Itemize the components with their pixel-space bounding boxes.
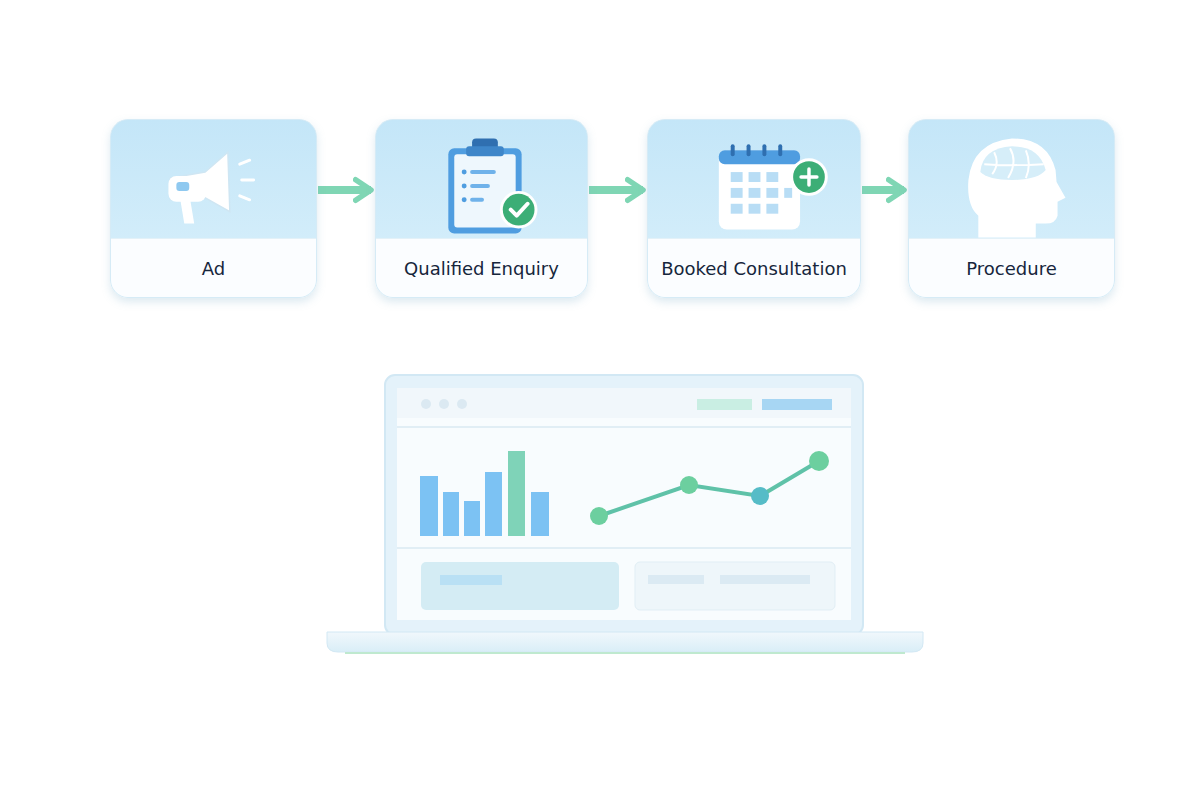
megaphone-icon — [111, 120, 316, 241]
stage-box: Booked Consultation — [647, 119, 861, 298]
clipboard-icon — [376, 120, 587, 241]
stage-label: Ad — [111, 239, 316, 297]
calendar-icon — [648, 120, 860, 241]
flow-arrow — [862, 186, 904, 194]
flow-arrow — [589, 186, 643, 194]
stage-box: Procedure — [908, 119, 1115, 298]
flow-arrow — [318, 186, 371, 194]
stage-label: Procedure — [909, 239, 1114, 297]
stage-box: Qualified Enquiry — [375, 119, 588, 298]
stage-box: Ad — [110, 119, 317, 298]
head-icon — [909, 120, 1114, 241]
stage-label: Booked Consultation — [648, 239, 860, 297]
stage-label: Qualified Enquiry — [376, 239, 587, 297]
